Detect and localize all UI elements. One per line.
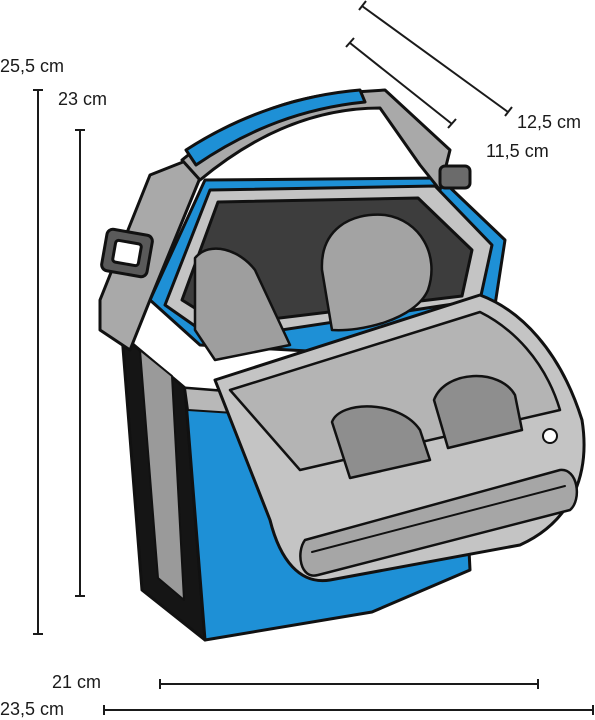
- handle-grip: [184, 88, 367, 167]
- inner-height-label: 23 cm: [58, 89, 107, 109]
- flap-zipper-pocket: [299, 468, 578, 577]
- interior-divider-right: [320, 213, 433, 332]
- flap-pocket-right: [432, 374, 524, 450]
- total-width-label: 23,5 cm: [0, 699, 64, 719]
- total-height-label: 25,5 cm: [0, 56, 64, 76]
- total-depth-label: 12,5 cm: [517, 112, 581, 132]
- side-clip-icon: [438, 164, 472, 190]
- flap-inner-panel: [228, 310, 562, 472]
- total-height-line: [33, 89, 43, 635]
- inner-depth-line: [345, 37, 457, 129]
- total-depth-line: [358, 0, 513, 117]
- interior-divider-left: [193, 247, 292, 362]
- inner-width-line: [159, 679, 539, 689]
- inner-width-label: 21 cm: [52, 672, 101, 692]
- flap-pocket-left: [330, 405, 432, 480]
- bag-left-side-stripe: [139, 349, 185, 601]
- dimension-lines: [33, 0, 594, 715]
- inner-depth-label: 11,5 cm: [486, 141, 549, 161]
- strap-buckle-inner: [111, 238, 143, 268]
- camera-bag-illustration: [98, 88, 586, 642]
- inner-height-line: [75, 129, 85, 597]
- zipper-pull-icon: [542, 428, 558, 444]
- zipper-line: [311, 485, 566, 553]
- total-width-line: [103, 705, 594, 715]
